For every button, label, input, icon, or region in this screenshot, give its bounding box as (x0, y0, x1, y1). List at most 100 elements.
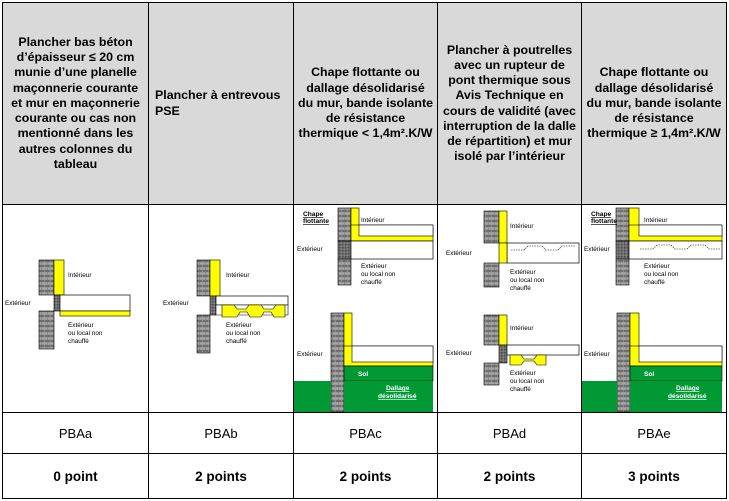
figure-cell-pbaa: Intérieur Extérieur Extérieur ou local n… (2, 204, 149, 413)
wall-lower (38, 310, 55, 350)
figure-cell-pbab: Intérieur Extérieur Extérieur ou local n… (148, 204, 294, 413)
label-exterieur: Extérieur (5, 300, 31, 307)
label-ext-local-2: ou local non (510, 277, 545, 284)
header-cell-pbab: Plancher à entrevous PSE (148, 2, 294, 205)
ground-right (630, 381, 722, 412)
wall-lower (337, 258, 352, 286)
figure-cell-pbac: Chape flottante Intérieur Extérieur Exté… (293, 204, 438, 413)
header-cell-pbaa: Plancher bas béton d’épaisseur ≤ 20 cm m… (2, 2, 149, 205)
header-cell-pbae: Chape flottante ou dallage désolidarisé … (581, 2, 727, 205)
ground-left (582, 381, 617, 412)
insulation-upper (53, 259, 65, 296)
label-ext-local-2: ou local non (644, 271, 679, 278)
wall-lower (615, 258, 630, 286)
label-dallage-1: Dallage (676, 385, 700, 392)
label-interieur: Intérieur (226, 272, 250, 279)
label-exterieur: Extérieur (163, 300, 189, 307)
chape (358, 224, 434, 237)
wall-upper (196, 259, 211, 297)
insulation-upper (209, 259, 221, 297)
insulation-upper (498, 210, 508, 244)
code-cell-pbad: PBAd (437, 412, 582, 454)
insulation-under-slab (59, 310, 131, 317)
label-chape-1: Chape (591, 211, 611, 218)
floor-slab (215, 295, 289, 306)
diagram-pbad: Intérieur Extérieur Extérieur ou local n… (446, 210, 580, 393)
label-chape-2: flottante (303, 218, 329, 225)
label-ext-local-3: chauffé (68, 338, 89, 345)
figure-cell-pbae: Chape flottante Intérieur Extérieur Exté… (581, 204, 727, 413)
header-cell-pbad: Plancher à poutrelles avec un rupteur de… (437, 2, 582, 205)
label-chape-2: flottante (591, 218, 617, 225)
label-dallage-2: désolidarisé (378, 393, 417, 400)
wall-lower-2 (483, 362, 500, 386)
code-row: PBAa PBAb PBAc PBAd PBAe (2, 412, 727, 454)
wall-ground (330, 312, 345, 412)
figure-row: Intérieur Extérieur Extérieur ou local n… (2, 204, 727, 413)
wall-ground (616, 312, 631, 412)
label-interieur: Intérieur (644, 217, 668, 224)
wall-upper (483, 210, 500, 244)
planelle-2 (498, 344, 508, 364)
label-ext-local-2-1: Extérieur (510, 370, 536, 377)
label-ext-local-1: Extérieur (644, 263, 670, 270)
figure-cell-pbad: Intérieur Extérieur Extérieur ou local n… (437, 204, 582, 413)
label-ext-local-1: Extérieur (68, 322, 94, 329)
header-cell-pbac: Chape flottante ou dallage désolidarisé … (293, 2, 438, 205)
points-cell-pbac: 2 points (293, 453, 438, 499)
rupteur (498, 242, 508, 264)
label-interieur-2: Intérieur (510, 325, 534, 332)
floor-slab (506, 242, 580, 264)
label-ext-local-2: ou local non (361, 271, 396, 278)
label-ext-local-3: chauffé (361, 279, 382, 286)
label-exterieur: Extérieur (584, 246, 610, 253)
header-row: Plancher bas béton d’épaisseur ≤ 20 cm m… (2, 2, 727, 205)
chape-ground (351, 345, 434, 363)
label-chape-1: Chape (303, 211, 323, 218)
planelle (615, 240, 630, 260)
floor-slab (59, 294, 131, 312)
chape-ground (638, 345, 723, 363)
label-ext-local-2-3: chauffé (510, 386, 531, 393)
label-ext-local-3: chauffé (226, 338, 247, 345)
points-row: 0 point 2 points 2 points 2 points 3 poi… (2, 453, 727, 499)
code-cell-pbaa: PBAa (2, 412, 149, 454)
diagram-pbae: Chape flottante Intérieur Extérieur Exté… (582, 207, 723, 412)
label-interieur: Intérieur (361, 217, 385, 224)
label-ext-local-2: ou local non (226, 330, 261, 337)
label-exterieur-ground: Extérieur (584, 351, 610, 358)
label-ext-local-3: chauffé (644, 279, 665, 286)
label-dallage-1: Dallage (386, 385, 410, 392)
entrevous-outline (640, 244, 720, 250)
code-cell-pbab: PBAb (148, 412, 294, 454)
label-exterieur: Extérieur (297, 246, 323, 253)
points-cell-pbab: 2 points (148, 453, 294, 499)
insulation-upper-2 (498, 314, 508, 346)
planelle (337, 240, 352, 260)
chape (638, 224, 723, 237)
ground-right (344, 381, 433, 412)
wall-upper (615, 207, 630, 242)
pse-entrevous (221, 304, 286, 318)
wall-upper (337, 207, 352, 242)
points-cell-pbad: 2 points (437, 453, 582, 499)
code-cell-pbae: PBAe (581, 412, 727, 454)
label-exterieur: Extérieur (446, 250, 472, 257)
diagram-pbaa: Intérieur Extérieur Extérieur ou local n… (5, 259, 131, 350)
label-ext-local-1: Extérieur (226, 322, 252, 329)
wall-lower (483, 262, 500, 288)
rupteur-poutrelle (509, 354, 547, 366)
code-cell-pbac: PBAc (293, 412, 438, 454)
planelle (209, 295, 217, 316)
diagram-pbac: Chape flottante Intérieur Extérieur Exté… (294, 207, 434, 412)
points-cell-pbae: 3 points (581, 453, 727, 499)
floor-slab-2 (506, 344, 580, 356)
floor-slab (628, 240, 723, 260)
label-ext-local-2: ou local non (68, 330, 103, 337)
label-interieur: Intérieur (68, 272, 92, 279)
floor-slab (350, 240, 434, 260)
label-ext-local-2-2: ou local non (510, 378, 545, 385)
wall-lower (196, 314, 211, 354)
label-sol: Sol (358, 371, 368, 378)
